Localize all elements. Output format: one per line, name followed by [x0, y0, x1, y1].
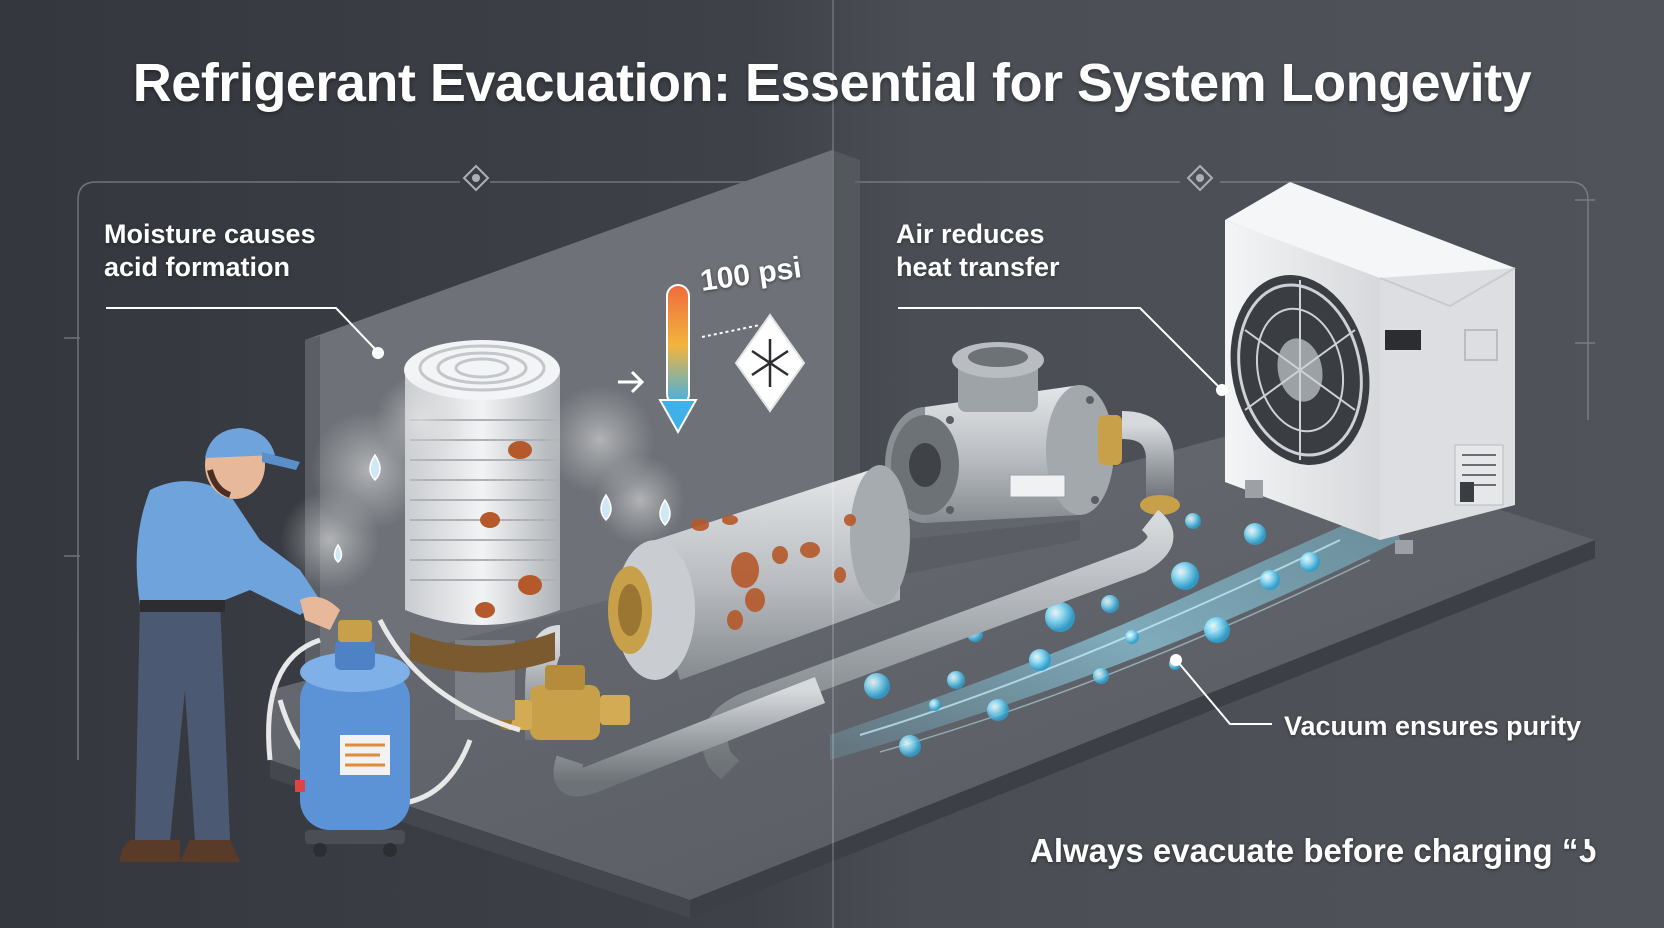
- callout-air-line1: Air reduces: [896, 219, 1045, 249]
- vacuum-stream: [830, 505, 1400, 760]
- thermometer-icon: [658, 284, 698, 435]
- snowflake-icon: [734, 313, 806, 413]
- callout-lines: [106, 307, 1272, 725]
- technician-figure: [120, 428, 340, 862]
- callout-air: Air reduces heat transfer: [896, 218, 1060, 284]
- comparison-divider: [832, 0, 834, 928]
- diamond-marker-right-icon: [1186, 164, 1214, 192]
- condenser-unit-icon: [1225, 182, 1516, 554]
- diamond-marker-left-icon: [462, 164, 490, 192]
- pressure-tick-marks: [701, 324, 761, 338]
- page-title: Refrigerant Evacuation: Essential for Sy…: [132, 53, 1532, 113]
- filter-drier-icon: [404, 340, 560, 720]
- callout-vacuum: Vacuum ensures purity: [1284, 710, 1581, 743]
- vacuum-pump-icon: [266, 618, 521, 857]
- fan-icon: [1230, 275, 1370, 465]
- frame-lines: [64, 181, 1595, 760]
- rusted-tank: [608, 465, 910, 680]
- callout-moisture-line1: Moisture causes: [104, 219, 316, 249]
- moisture-smoke: [280, 375, 685, 590]
- arrow-icon: [618, 370, 645, 394]
- callout-moisture-line2: acid formation: [104, 252, 291, 282]
- compressor-icon: [880, 342, 1114, 575]
- callout-moisture: Moisture causes acid formation: [104, 218, 316, 284]
- vacuum-bubbles: [864, 513, 1320, 757]
- back-wall-right: [832, 150, 860, 560]
- brass-fitting-right: [1098, 411, 1180, 515]
- water-drop-icons: [333, 453, 671, 563]
- footer-tagline: Always evacuate before charging “ʖ: [1030, 832, 1597, 869]
- callout-vacuum-text: Vacuum ensures purity: [1284, 711, 1582, 741]
- callout-air-line2: heat transfer: [896, 252, 1060, 282]
